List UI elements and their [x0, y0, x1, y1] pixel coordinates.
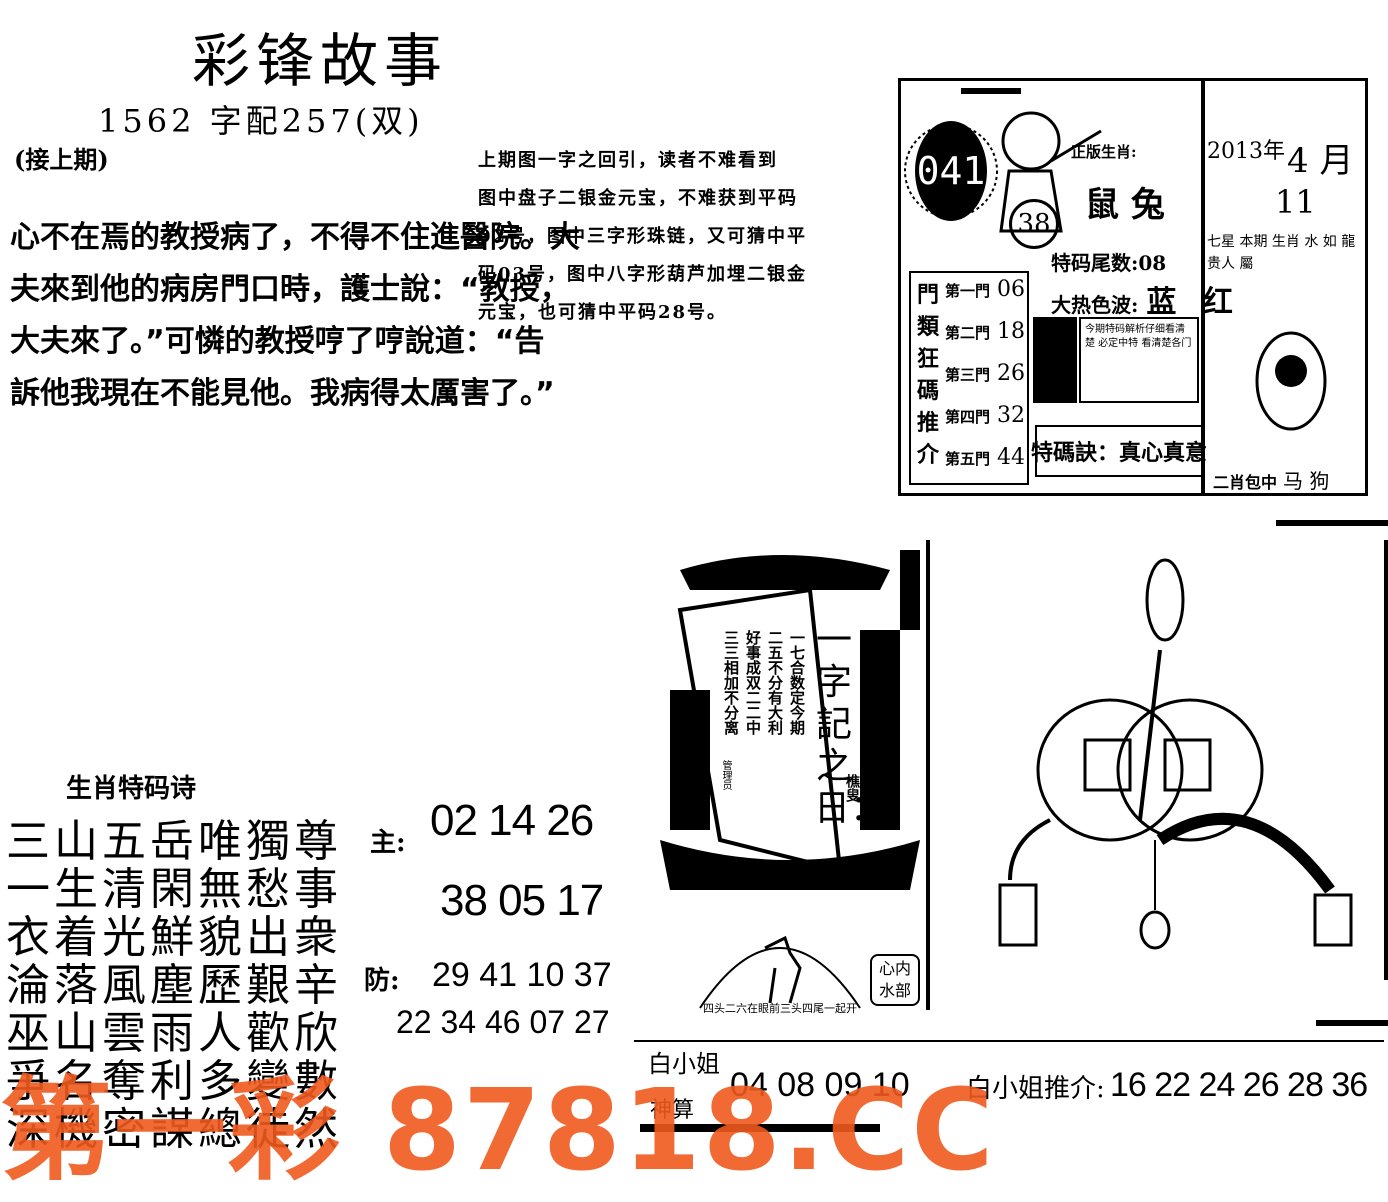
continued-label: (接上期)	[14, 145, 109, 174]
clue-line: 码03号，图中八字形葫芦加埋二银金	[478, 264, 808, 285]
gate-row: 第四門 32	[945, 403, 1026, 428]
story-line: 訴他我現在不能見他。我病得太厲害了。”	[10, 376, 555, 411]
heart-water-tag: 心内水部	[870, 954, 920, 1006]
story-text: 心不在焉的教授病了，不得不住進醫院。大 夫來到他的病房門口時，護士說：“教授， …	[10, 212, 580, 420]
clue-line: 上期图一字之回引，读者不难看到	[478, 150, 778, 171]
zodiac-poem: 三山五岳唯獨尊 一生清閑無愁事 衣着光鮮貌出衆 淪落風塵歷艱辛 巫山雲雨人歡欣 …	[6, 818, 342, 1154]
clue-line: 02号，图中三字形珠链，又可猜中平	[478, 226, 808, 247]
divider	[640, 1124, 880, 1132]
gates-box: 門類狂碼推介 第一門 06 第二門 18 第三門 26 第四門 32 第五門 4…	[909, 271, 1029, 485]
guard-pick-numbers: 22 34 46 07 27	[396, 1004, 610, 1040]
frame-line	[926, 540, 930, 1010]
gate-row: 第二門 18	[945, 319, 1026, 344]
clue-line: 图中盘子二银金元宝，不难获到平码	[478, 188, 798, 209]
gate-row: 第三門 26	[945, 361, 1026, 386]
gate-row: 第一門 06	[945, 277, 1026, 302]
story-line: 心不在焉的教授病了，不得不住進醫院。大	[10, 220, 580, 255]
ship-verse-line: 好事成双二二中	[744, 630, 762, 735]
motto-box: 特碼訣：真心真意	[1031, 425, 1207, 477]
poem-title: 生肖特码诗	[66, 774, 197, 804]
story-line: 大夫來了。”可憐的教授哼了哼說道：“告	[10, 324, 545, 359]
ship-verse-line: 三三相加不分离	[722, 630, 740, 735]
frame-line	[1276, 520, 1388, 526]
horse-seal: 四头二六在眼前三头四尾一起开	[699, 935, 861, 1015]
side-text: 七星 本期 生肖 水 如 龍 贵人 屬	[1207, 234, 1356, 272]
ship-verse-line: 二五不分有大利	[766, 630, 784, 735]
main-pick-numbers: 38 05 17	[440, 876, 604, 925]
gates-label: 門類狂碼推介	[916, 282, 939, 468]
date-day: 11	[1275, 183, 1316, 221]
prediction-panel: 041 38 正版生肖: 鼠 兔 特码尾数:08 大热色波: 蓝 红 門類狂碼推介…	[898, 78, 1368, 496]
poem-line: 深機密謀總徒然	[6, 1104, 342, 1155]
gate-row: 第五門 44	[945, 445, 1026, 470]
color-values: 蓝 红	[1146, 285, 1241, 320]
color-label: 大热色波:	[1051, 293, 1139, 317]
miss-white-numbers: 04 08 09 10	[730, 1066, 910, 1104]
ship-title: 一字記之日：	[814, 620, 887, 829]
issue-badge: 041	[915, 121, 987, 221]
main-pick-numbers: 02 14 26	[430, 796, 594, 845]
guard-pick-label: 防:	[364, 966, 400, 996]
two-zodiac-tag: 二肖包中马 狗	[1213, 469, 1330, 493]
guard-pick-numbers: 29 41 10 37	[432, 956, 612, 994]
hot-colors: 大热色波: 蓝 红	[1051, 277, 1241, 321]
story-line: 夫來到他的病房門口時，護士說：“教授，	[10, 272, 570, 307]
miss-white-sublabel: 神算	[650, 1098, 695, 1123]
poem-line: 衣着光鮮貌出衆	[6, 912, 342, 963]
ship-signature: 樵叟	[844, 774, 860, 802]
sailing-ship-illustration	[660, 550, 920, 890]
flower-vase-icon	[1255, 331, 1327, 431]
number-ball: 38	[1009, 199, 1059, 249]
divider	[634, 1040, 1384, 1042]
poem-line: 爭名奪利多變數	[6, 1056, 342, 1107]
horse-caption: 四头二六在眼前三头四尾一起开	[703, 1001, 857, 1015]
date-year: 2013年	[1207, 139, 1285, 164]
issue-line: 1562 字配257(双)	[98, 102, 424, 140]
clue-text: 上期图一字之回引，读者不难看到 图中盘子二银金元宝，不难获到平码 02号，图中三…	[478, 142, 868, 332]
poem-line: 三山五岳唯獨尊	[6, 816, 342, 867]
ship-verse-line: 一七合数定今期	[788, 630, 806, 735]
ship-verse: 一七合数定今期 二五不分有大利 好事成双二二中 三三相加不分离	[720, 630, 808, 790]
miss-white-label: 白小姐	[648, 1050, 720, 1078]
frame-line	[1316, 1020, 1388, 1026]
site-watermark: 第一彩 87818.CC	[0, 1066, 996, 1196]
clue-line: 元宝，也可猜中平码28号。	[478, 302, 728, 323]
black-block	[1033, 317, 1077, 403]
poem-line: 淪落風塵歷艱辛	[6, 960, 342, 1011]
miss-white-rec-numbers: 16 22 24 26 28 36	[1110, 1066, 1368, 1104]
main-pick-label: 主:	[370, 828, 406, 858]
panel-divider	[1201, 81, 1205, 493]
poem-line: 巫山雲雨人歡欣	[6, 1008, 342, 1059]
ship-publisher: 管理员	[720, 760, 731, 790]
note-box: 今期特码解析仔细看清楚 必定中特 看清楚各门	[1079, 317, 1199, 403]
miss-white-rec-label: 白小姐推介:	[966, 1074, 1105, 1104]
date-month: 4 月	[1287, 141, 1354, 181]
tail-number: 特码尾数:08	[1051, 251, 1167, 275]
page-title: 彩锋故事	[192, 27, 449, 95]
poem-line: 一生清閑無愁事	[6, 864, 342, 915]
zodiac-icons: 鼠 兔	[1085, 185, 1165, 225]
frame-line	[1384, 540, 1388, 980]
coins-scale-illustration	[998, 558, 1353, 950]
zodiac-label: 正版生肖:	[1071, 143, 1137, 161]
